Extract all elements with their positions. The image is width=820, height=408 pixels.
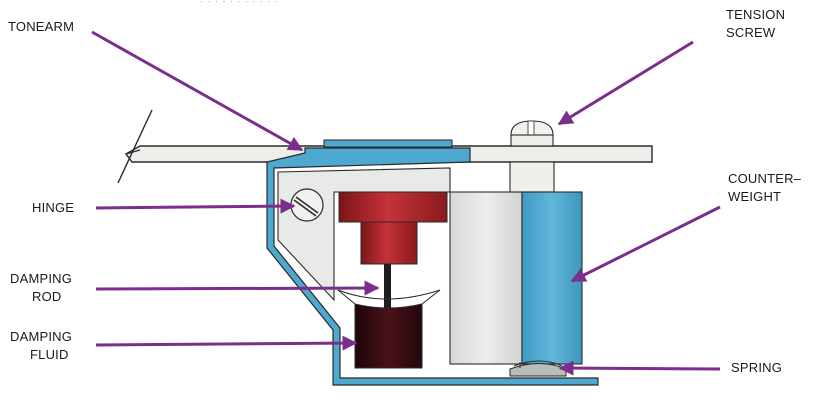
label-damping-fluid-line2: FLUID: [30, 347, 69, 362]
label-tension-screw-line2: SCREW: [726, 25, 776, 40]
arrow-tonearm: [91, 30, 304, 152]
label-damping-rod-line1: DAMPING: [10, 271, 73, 286]
damping-plunger: [338, 191, 448, 265]
label-tonearm: TONEARM: [8, 19, 75, 34]
label-damping-fluid: DAMPING FLUID: [10, 328, 72, 364]
callout-arrows: [91, 30, 721, 376]
label-counterweight: COUNTER– WEIGHT: [728, 170, 801, 206]
label-counterweight-line1: COUNTER–: [728, 171, 802, 186]
label-spring: SPRING: [731, 360, 783, 375]
arrow-damping-rod: [95, 280, 380, 296]
arrow-tension-screw: [557, 40, 694, 126]
tension-screw: [509, 120, 555, 193]
grey-support-block: [449, 191, 523, 365]
tonearm-break-mark: [117, 109, 153, 184]
label-damping-rod: DAMPING ROD: [10, 270, 72, 306]
fluid-cup-side: [337, 289, 441, 305]
counterweight-block: [521, 191, 583, 365]
damping-rod: [384, 264, 391, 308]
fluid-cup-meniscus: [337, 289, 441, 300]
label-hinge: HINGE: [32, 200, 75, 215]
tonearm-top-pad: [323, 139, 453, 148]
label-tension-screw-line1: TENSION: [726, 7, 786, 22]
faint-top-caption: · · · · · · · · · · ·: [200, 0, 279, 6]
label-counterweight-line2: WEIGHT: [728, 189, 782, 204]
arrow-counterweight: [570, 205, 721, 283]
damping-fluid: [354, 303, 423, 369]
arrow-spring: [558, 360, 721, 376]
label-damping-fluid-line1: DAMPING: [10, 329, 73, 344]
arrow-damping-fluid: [95, 335, 358, 351]
label-damping-rod-line2: ROD: [32, 289, 62, 304]
arrow-hinge: [95, 198, 296, 214]
label-tension-screw: TENSION SCREW: [726, 6, 785, 42]
hanger-bracket: [266, 147, 599, 386]
hinge-screw: [290, 188, 324, 222]
